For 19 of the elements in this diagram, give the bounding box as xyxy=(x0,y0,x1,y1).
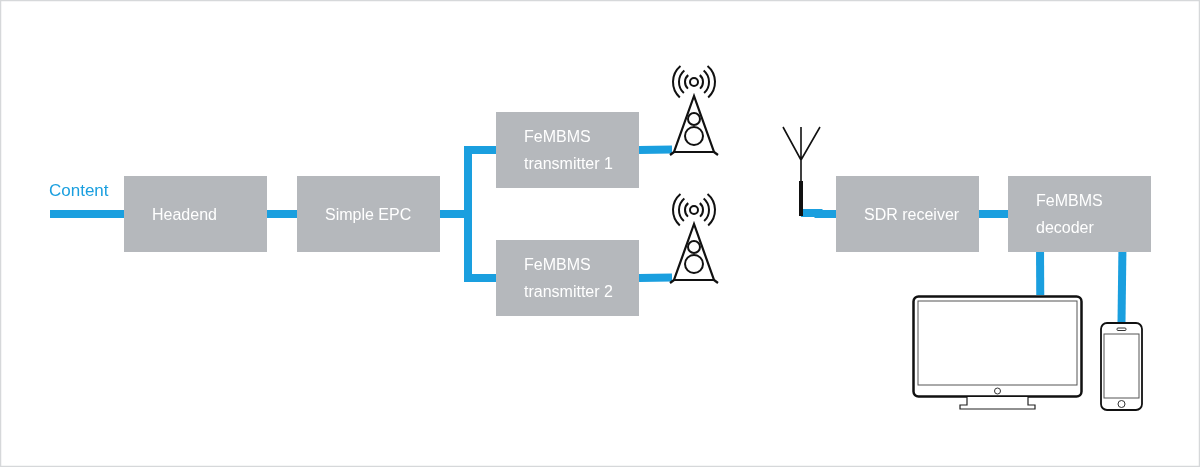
radio-tower-icon xyxy=(668,192,720,284)
connector-line xyxy=(1036,251,1045,295)
connector-line xyxy=(638,273,673,282)
box-label: Simple EPC xyxy=(325,204,413,225)
connector-line xyxy=(267,210,297,218)
antenna-icon xyxy=(782,126,822,217)
input-label: Content xyxy=(49,181,109,201)
smartphone-icon xyxy=(1100,322,1143,411)
box-label: SDR receiver xyxy=(864,204,961,225)
connector-line xyxy=(979,210,1008,218)
monitor-icon xyxy=(912,295,1083,411)
radio-tower-icon xyxy=(668,64,720,156)
box-label: Headend xyxy=(152,204,218,225)
connector-line xyxy=(638,145,673,154)
box-label: FeMBMS decoder xyxy=(1036,191,1104,238)
connector-line xyxy=(801,209,836,218)
box-label: FeMBMS transmitter 1 xyxy=(524,127,614,174)
box-label: FeMBMS transmitter 2 xyxy=(524,255,614,302)
connector-line xyxy=(1117,251,1127,323)
